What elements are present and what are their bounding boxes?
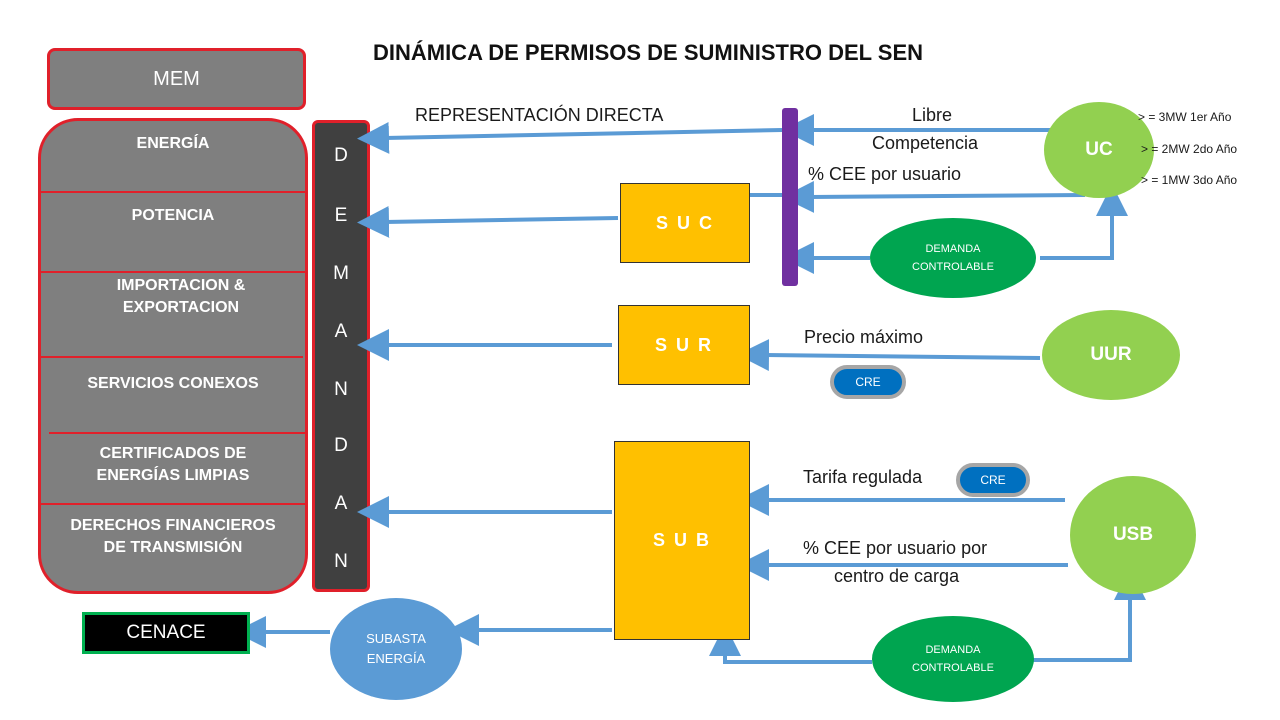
arrow-dc-uc	[1040, 184, 1128, 260]
demanda-letter: D	[334, 435, 348, 456]
sur-label: S U R	[654, 334, 713, 355]
dc-line1: DEMANDA	[925, 644, 981, 656]
arrow-dc-usb	[1032, 568, 1146, 662]
sub-label: S U B	[652, 530, 711, 550]
mem-item-certificados: CERTIFICADOS DE ENERGÍAS LIMPIAS	[96, 445, 250, 484]
uc-threshold: > = 3MW 1er Año	[1138, 110, 1232, 124]
cre-badge-sur: CRE	[830, 365, 906, 399]
arrow-uur-sur	[737, 339, 1041, 372]
representacion-bar	[782, 108, 798, 286]
mem-divider	[49, 432, 305, 434]
demanda-letter: A	[334, 493, 348, 514]
uc-label: UC	[1085, 139, 1113, 160]
demanda-letter: E	[334, 205, 348, 226]
mem-item-potencia: POTENCIA	[131, 207, 215, 224]
demanda-letter: A	[334, 321, 348, 342]
mem-divider	[41, 503, 305, 505]
mem-panel: ENERGÍA POTENCIA IMPORTACION & EXPORTACI…	[38, 118, 308, 594]
label-precio-maximo: Precio máximo	[804, 327, 924, 347]
label-representacion: REPRESENTACIÓN DIRECTA	[415, 105, 664, 125]
cre-label: CRE	[855, 375, 881, 389]
suc-box: S U C	[620, 183, 750, 263]
mem-item-energia: ENERGÍA	[136, 135, 210, 152]
uc-threshold: > = 1MW 3do Año	[1141, 173, 1238, 187]
sur-box: S U R	[618, 305, 750, 385]
demanda-letter: M	[333, 263, 349, 284]
label-tarifa-regulada: Tarifa regulada	[803, 467, 923, 487]
mem-item-importacion: IMPORTACION & EXPORTACION	[116, 277, 246, 316]
label-cee-centro-2: centro de carga	[834, 566, 960, 586]
uur-label: UUR	[1090, 344, 1132, 365]
mem-divider	[41, 271, 305, 273]
subasta-energia-circle: SUBASTA ENERGÍA	[330, 598, 462, 700]
cre-badge-sub: CRE	[956, 463, 1030, 497]
mem-divider	[41, 356, 303, 358]
label-cee-usuario: % CEE por usuario	[808, 164, 962, 184]
uur-circle: UUR	[1042, 310, 1180, 400]
subasta-line1: SUBASTA	[366, 631, 426, 646]
cre-label: CRE	[980, 473, 1006, 487]
uc-threshold: > = 2MW 2do Año	[1141, 142, 1238, 156]
cenace-label: CENACE	[126, 622, 206, 643]
mem-box: MEM	[47, 48, 306, 110]
label-cee-centro-1: % CEE por usuario por	[803, 538, 988, 558]
cenace-box: CENACE	[82, 612, 250, 654]
arrow-uc-bar-2	[782, 180, 1086, 213]
demanda-controlable-bottom: DEMANDA CONTROLABLE	[872, 616, 1034, 702]
mem-divider	[41, 191, 305, 193]
demanda-letter: N	[334, 551, 348, 572]
dc-line2: CONTROLABLE	[912, 261, 994, 273]
usb-circle: USB	[1070, 476, 1196, 594]
uc-circle: UC	[1044, 102, 1154, 198]
mem-label: MEM	[153, 67, 200, 90]
sub-box: S U B	[614, 441, 750, 640]
subasta-line2: ENERGÍA	[366, 651, 426, 666]
suc-label: S U C	[655, 212, 714, 233]
mem-item-derechos: DERECHOS FINANCIEROS DE TRANSMISIÓN	[70, 517, 276, 556]
label-libre: Libre	[912, 105, 953, 125]
usb-label: USB	[1112, 524, 1154, 545]
demanda-letter: D	[334, 145, 348, 166]
arrow-representacion	[357, 121, 783, 154]
dc-line2: CONTROLABLE	[912, 662, 994, 674]
demanda-controlable-top: DEMANDA CONTROLABLE	[870, 218, 1036, 298]
arrow-suc	[357, 205, 619, 238]
label-competencia: Competencia	[872, 133, 979, 153]
mem-item-servicios: SERVICIOS CONEXOS	[87, 375, 259, 392]
demanda-letter: N	[334, 379, 348, 400]
page-title: DINÁMICA DE PERMISOS DE SUMINISTRO DEL S…	[372, 40, 924, 65]
arrow-dc-sub	[709, 624, 872, 664]
dc-line1: DEMANDA	[925, 243, 981, 255]
